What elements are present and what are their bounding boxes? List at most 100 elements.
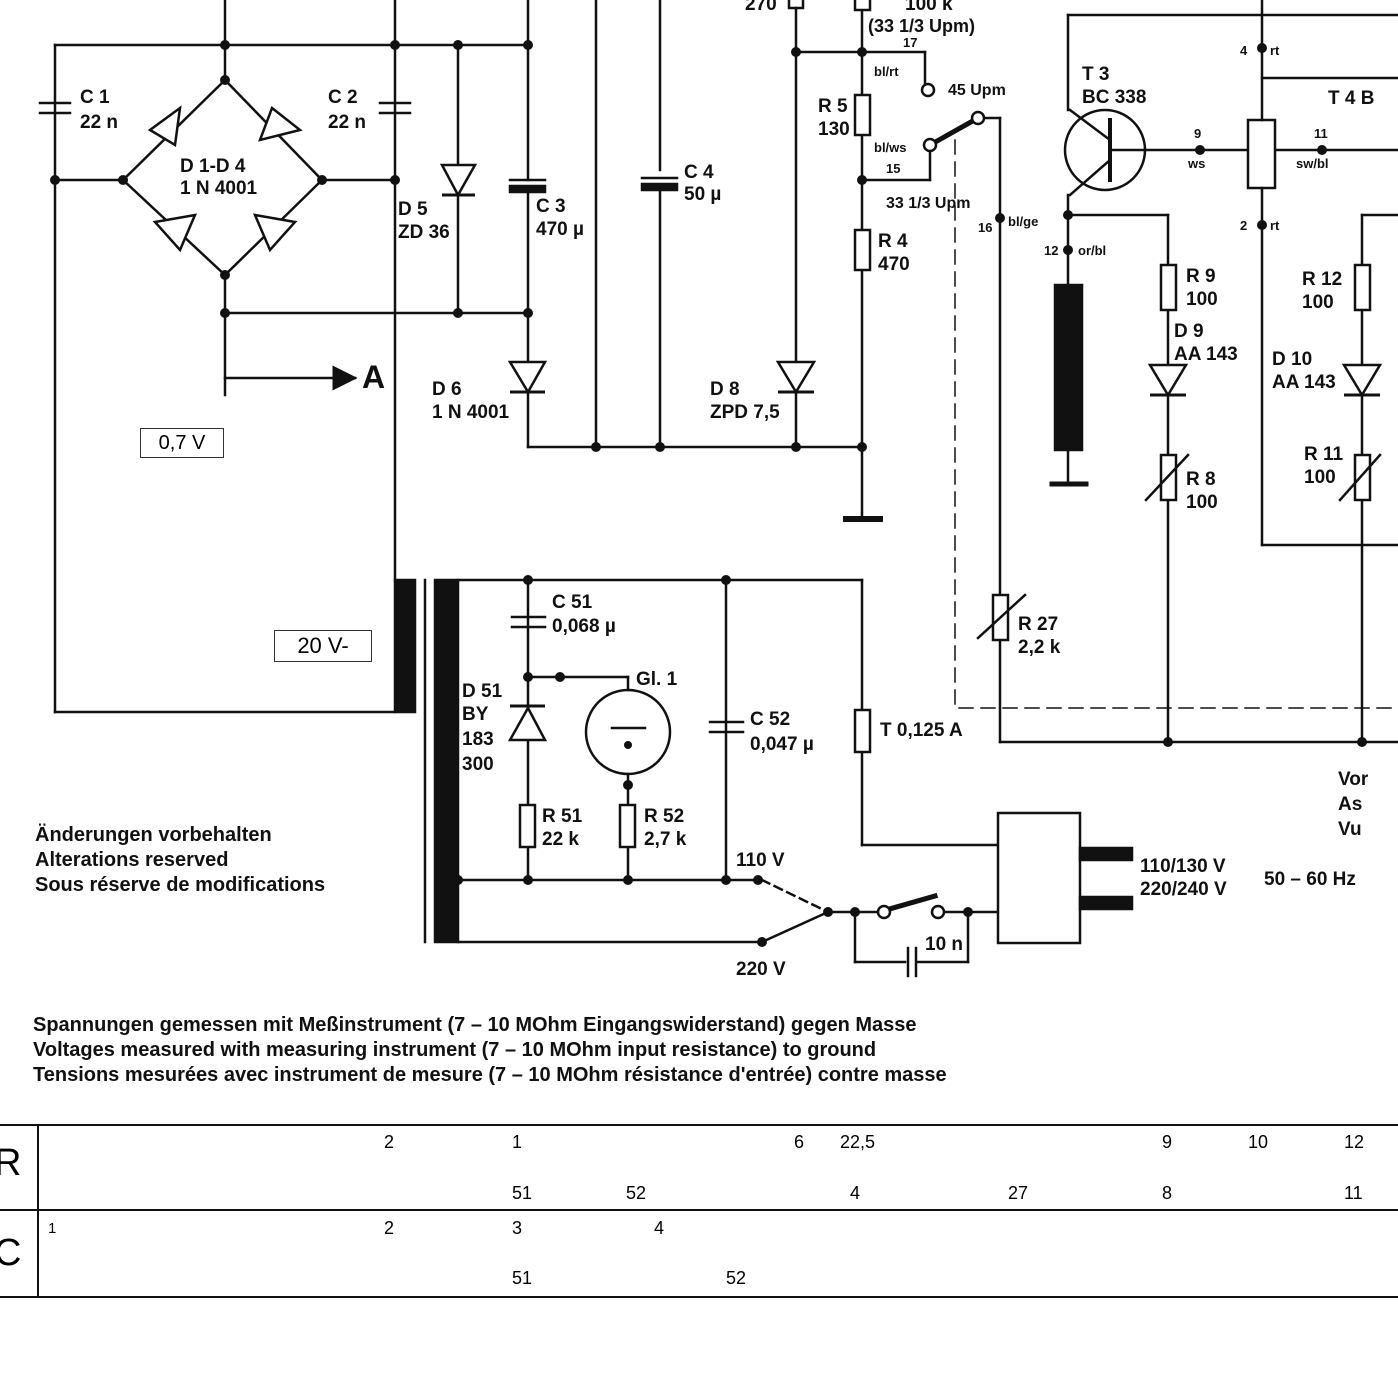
mains-sw-contact bbox=[876, 904, 892, 920]
point-a-label: A bbox=[362, 359, 385, 395]
note-line: Voltages measured with measuring instrum… bbox=[33, 1039, 877, 1061]
cut-text-3: Vu bbox=[1338, 819, 1362, 840]
d4-diode bbox=[252, 213, 298, 253]
r12-body bbox=[1353, 263, 1372, 312]
pin-16: 16 bbox=[978, 220, 992, 235]
switch-blade bbox=[926, 114, 982, 149]
pot-top-body bbox=[853, 0, 872, 12]
pin-9: 9 bbox=[1194, 126, 1201, 141]
table-cell: 52 bbox=[726, 1268, 747, 1288]
table-cell: 52 bbox=[626, 1183, 647, 1203]
table-cell: 1 bbox=[512, 1132, 523, 1152]
table-cell: 4 bbox=[654, 1218, 665, 1238]
table-cell: 27 bbox=[1008, 1183, 1029, 1203]
d2-diode bbox=[257, 105, 303, 142]
table-cell: 6 bbox=[794, 1132, 805, 1152]
d51-l3: 300 bbox=[462, 754, 494, 775]
t4-label: T 4 B bbox=[1328, 88, 1374, 109]
r11-label: R 11 bbox=[1304, 444, 1344, 465]
d51-l2: 183 bbox=[462, 729, 494, 750]
d6-diode bbox=[507, 360, 548, 395]
cut-text-2: As bbox=[1338, 794, 1362, 815]
gl1-label: Gl. 1 bbox=[636, 669, 678, 690]
wire-blws: bl/ws bbox=[874, 140, 907, 155]
table-cell: 51 bbox=[512, 1183, 533, 1203]
sw-contact-45 bbox=[920, 82, 936, 98]
d10-diode bbox=[1341, 363, 1383, 398]
r8-label: R 8 bbox=[1186, 469, 1216, 490]
voltage-box-07: 0,7 V bbox=[140, 428, 224, 458]
r27-label: R 27 bbox=[1018, 614, 1058, 635]
t3-emitter bbox=[1068, 158, 1112, 197]
d6-value: 1 N 4001 bbox=[432, 402, 510, 423]
cut-text-1: Vor bbox=[1338, 769, 1369, 790]
gl1-body bbox=[584, 688, 672, 776]
wire-swbl: sw/bl bbox=[1296, 156, 1329, 171]
pin-17: 17 bbox=[903, 35, 917, 50]
mains-sw-contact bbox=[930, 904, 946, 920]
dashed-boundary bbox=[954, 139, 1398, 709]
r5-label: R 5 bbox=[818, 96, 848, 117]
plug-label-1: 110/130 V bbox=[1140, 856, 1226, 877]
coil bbox=[1053, 283, 1084, 452]
table-row-label-c: C bbox=[0, 1232, 22, 1274]
table-cell: 22,5 bbox=[840, 1132, 876, 1152]
table-cell: 11 bbox=[1344, 1183, 1363, 1203]
voltage-box-20: 20 V- bbox=[274, 630, 372, 662]
table-row-label-r: R bbox=[0, 1142, 22, 1184]
r9-label: R 9 bbox=[1186, 266, 1216, 287]
wire-blge: bl/ge bbox=[1008, 214, 1038, 229]
r-top-left-body bbox=[787, 0, 805, 10]
pot-top-note: (33 1/3 Upm) bbox=[868, 16, 975, 36]
d9-label: D 9 bbox=[1174, 321, 1204, 342]
r51-value: 22 k bbox=[542, 829, 579, 850]
mains-connector bbox=[996, 811, 1082, 945]
r11-trim bbox=[1338, 453, 1382, 502]
c1-label: C 1 bbox=[80, 87, 110, 108]
pin-4: 4 bbox=[1240, 43, 1248, 58]
pin-11: 11 bbox=[1314, 126, 1328, 141]
mains-switch-blade bbox=[882, 892, 939, 914]
d3-diode bbox=[152, 213, 198, 253]
d9-diode bbox=[1147, 363, 1189, 398]
d51-diode bbox=[507, 705, 548, 742]
plug-label-2: 220/240 V bbox=[1140, 879, 1227, 900]
t3-collector bbox=[1068, 108, 1112, 142]
measurement-note: Spannungen gemessen mit Meßinstrument (7… bbox=[33, 1013, 947, 1088]
r27-value: 2,2 k bbox=[1018, 637, 1061, 658]
r52-body bbox=[618, 803, 637, 849]
r8-value: 100 bbox=[1186, 492, 1218, 513]
table-cell: 1 bbox=[48, 1220, 57, 1237]
wire-rt: rt bbox=[1270, 218, 1280, 233]
pin-15: 15 bbox=[886, 161, 900, 176]
wire-blrt: bl/rt bbox=[874, 64, 899, 79]
sw-contact-33 bbox=[922, 137, 938, 153]
t3-label: T 3 bbox=[1082, 64, 1109, 85]
transformer-primary bbox=[393, 578, 417, 714]
c10n-value: 10 n bbox=[925, 934, 963, 955]
d8-diode bbox=[775, 360, 817, 395]
d51-label: D 51 bbox=[462, 681, 503, 702]
mains-110-label: 110 V bbox=[736, 850, 785, 871]
c2-label: C 2 bbox=[328, 87, 358, 108]
note-line: Sous réserve de modifications bbox=[35, 874, 326, 896]
r51-label: R 51 bbox=[542, 806, 583, 827]
transformer-secondary bbox=[433, 578, 460, 944]
selector-dash bbox=[760, 878, 830, 914]
c3-label: C 3 bbox=[536, 196, 566, 217]
c4-label: C 4 bbox=[684, 162, 714, 183]
r5-value: 130 bbox=[818, 119, 850, 140]
selector-blade bbox=[760, 910, 830, 944]
table-cell: 9 bbox=[1162, 1132, 1173, 1152]
fuse-body bbox=[853, 708, 872, 754]
d1d4-value: 1 N 4001 bbox=[180, 178, 258, 199]
d6-label: D 6 bbox=[432, 379, 462, 400]
r8-trim bbox=[1144, 453, 1190, 502]
d5-value: ZD 36 bbox=[398, 222, 450, 243]
note-line: Alterations reserved bbox=[35, 849, 229, 871]
c2-value: 22 n bbox=[328, 112, 366, 133]
r12-value: 100 bbox=[1302, 292, 1334, 313]
note-line: Spannungen gemessen mit Meßinstrument (7… bbox=[33, 1014, 917, 1036]
c1-value: 22 n bbox=[80, 112, 118, 133]
